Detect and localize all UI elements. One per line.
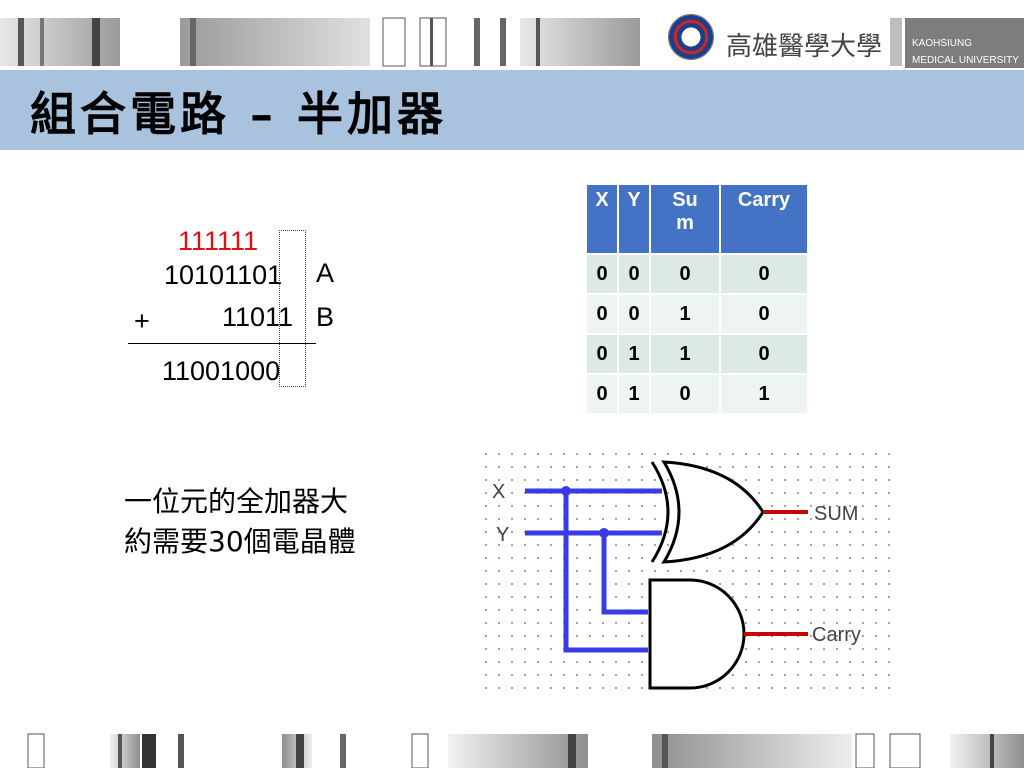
university-name-cn: 高雄醫學大學 <box>726 32 883 62</box>
table-header-row: X Y Sum Carry <box>587 185 807 253</box>
table-cell: 0 <box>587 335 617 373</box>
table-row: 0 0 1 0 <box>587 295 807 333</box>
table-cell: 0 <box>721 295 807 333</box>
header-x: X <box>587 185 617 253</box>
table-row: 0 1 0 1 <box>587 375 807 413</box>
table-cell: 0 <box>619 295 649 333</box>
university-seal-icon <box>668 14 714 60</box>
input-y-label: Y <box>496 524 509 546</box>
xor-gate-icon <box>650 460 765 564</box>
header-carry: Carry <box>721 185 807 253</box>
table-cell: 0 <box>587 255 617 293</box>
table-row: 0 0 0 0 <box>587 255 807 293</box>
junction-y <box>599 528 609 538</box>
header-decoration <box>0 17 902 67</box>
half-adder-circuit: X Y SUM Carry <box>480 448 900 698</box>
header-band <box>0 0 1024 70</box>
university-name-en-line2: MEDICAL UNIVERSITY <box>912 55 1019 66</box>
university-name-en: KAOHSIUNG MEDICAL UNIVERSITY <box>912 35 1019 69</box>
table-cell: 0 <box>587 375 617 413</box>
table-cell: 1 <box>619 335 649 373</box>
title-bar <box>0 70 1024 150</box>
operand-a-label: A <box>316 258 335 288</box>
table-cell: 0 <box>721 335 807 373</box>
header-sum: Sum <box>651 185 719 253</box>
and-gate-icon <box>648 578 746 690</box>
table-cell: 0 <box>651 375 719 413</box>
table-cell: 0 <box>587 295 617 333</box>
university-name-en-box <box>905 18 1024 68</box>
addition-result: 11001000 <box>162 356 281 386</box>
footer-decoration <box>27 733 1024 768</box>
column-highlight-box <box>279 230 306 387</box>
operand-b-label: B <box>316 302 335 332</box>
table-cell: 1 <box>721 375 807 413</box>
table-cell: 1 <box>619 375 649 413</box>
output-sum-label: SUM <box>814 503 858 525</box>
header-sum-text: Sum <box>672 189 698 234</box>
university-name-en-line1: KAOHSIUNG <box>912 38 973 49</box>
operand-a: 10101101 <box>164 260 283 290</box>
table-cell: 1 <box>651 335 719 373</box>
sum-divider-line <box>128 343 316 344</box>
junction-x <box>561 486 571 496</box>
input-x-label: X <box>492 481 505 503</box>
operand-b: 11011 <box>222 302 294 332</box>
transistor-note: 一位元的全加器大約需要30個電晶體 <box>124 485 356 558</box>
table-cell: 0 <box>721 255 807 293</box>
carry-bits: 111111 <box>178 226 259 256</box>
table-cell: 1 <box>651 295 719 333</box>
header-y: Y <box>619 185 649 253</box>
plus-sign: + <box>134 306 150 336</box>
table-cell: 0 <box>651 255 719 293</box>
input-wires <box>525 488 662 653</box>
output-carry-label: Carry <box>812 624 861 646</box>
truth-table: X Y Sum Carry 0 0 0 0 0 0 1 0 0 1 1 0 0 <box>585 183 809 415</box>
slide-title: 組合電路 – 半加器 <box>30 87 448 141</box>
table-cell: 0 <box>619 255 649 293</box>
table-row: 0 1 1 0 <box>587 335 807 373</box>
